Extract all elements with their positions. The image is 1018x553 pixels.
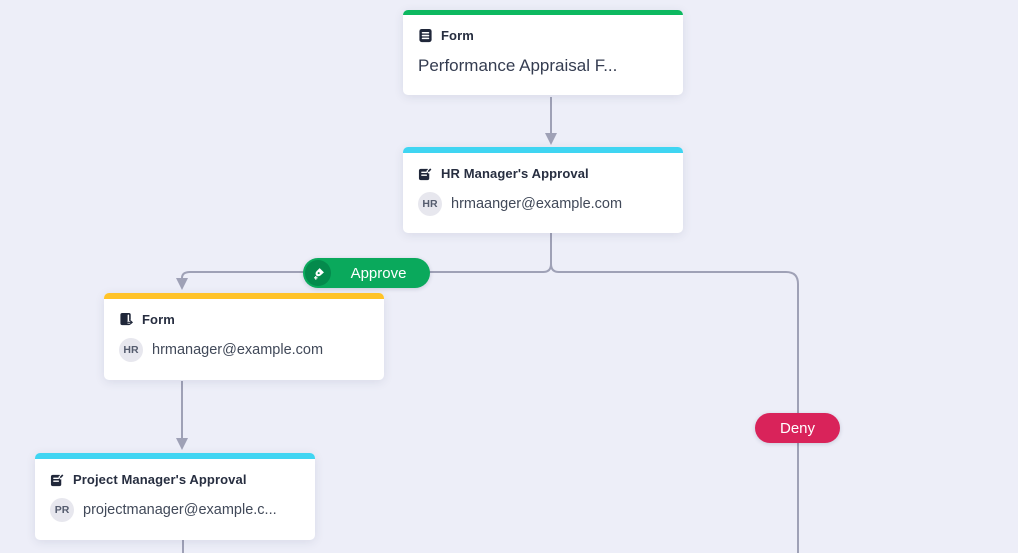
deny-label: Deny	[779, 419, 816, 437]
deny-branch-pill[interactable]: Deny	[755, 413, 840, 443]
form-send-icon	[120, 312, 134, 326]
form-icon	[419, 28, 432, 43]
approve-label: Approve	[350, 264, 407, 282]
arrowhead-into-form-notify	[176, 278, 188, 290]
node-accent-bar	[403, 147, 683, 153]
approve-pen-icon	[305, 260, 331, 286]
node-card-pm-approval[interactable]: Project Manager's Approval PR projectman…	[35, 453, 315, 540]
avatar: HR	[418, 192, 442, 216]
avatar: PR	[50, 498, 74, 522]
node-type-label: Form	[441, 28, 474, 43]
approver-email: projectmanager@example.c...	[83, 502, 277, 518]
connector-deny-branch	[550, 233, 799, 553]
arrowhead-into-hr	[545, 133, 557, 145]
node-accent-bar	[104, 293, 384, 299]
node-accent-bar	[403, 10, 683, 15]
node-card-form-notify[interactable]: Form HR hrmanager@example.com	[104, 293, 384, 380]
node-accent-bar	[35, 453, 315, 459]
approval-signature-icon	[50, 472, 65, 487]
avatar: HR	[119, 338, 143, 362]
approve-branch-pill[interactable]: Approve	[303, 258, 430, 288]
node-card-hr-approval[interactable]: HR Manager's Approval HR hrmaanger@examp…	[403, 147, 683, 233]
node-title: Project Manager's Approval	[73, 472, 247, 487]
approval-signature-icon	[418, 166, 433, 181]
approver-email: hrmaanger@example.com	[451, 196, 623, 212]
recipient-email: hrmanager@example.com	[152, 342, 324, 358]
node-type-label: Form	[142, 312, 175, 327]
form-title: Performance Appraisal F...	[418, 56, 618, 75]
node-card-form-start[interactable]: Form Performance Appraisal F...	[403, 10, 683, 95]
node-title: HR Manager's Approval	[441, 166, 589, 181]
arrowhead-into-pm	[176, 438, 188, 450]
